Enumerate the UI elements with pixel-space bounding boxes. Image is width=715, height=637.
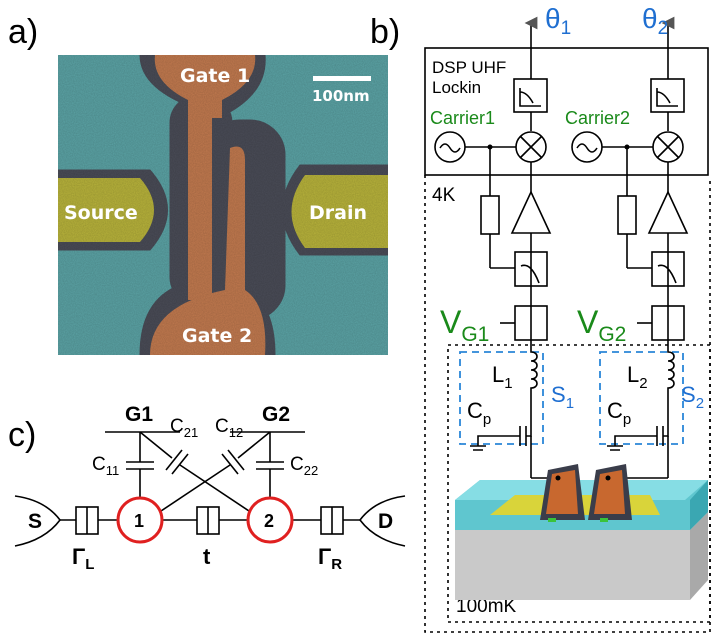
- resistor-1: [480, 195, 500, 235]
- temp-100mk-label: 100mK: [456, 596, 517, 617]
- coupler-1: [514, 251, 548, 287]
- dsp-label-line2: Lockin: [432, 78, 481, 97]
- scale-bar: [313, 76, 371, 81]
- cp1-label: Cp: [467, 398, 491, 428]
- mixer-2-icon: [652, 131, 684, 163]
- c11-label: C11: [92, 454, 119, 478]
- vg2-label: VG2: [577, 304, 626, 346]
- sem-image: [58, 55, 388, 355]
- c21-capacitor-icon: [139, 431, 256, 516]
- s2-label: S2: [681, 382, 704, 412]
- panel-label-c: c): [8, 416, 36, 454]
- panel-label-b: b): [370, 13, 400, 51]
- scale-bar-label: 100nm: [312, 87, 370, 105]
- oscillator-2-icon: [571, 131, 603, 163]
- inductor-2-icon: [667, 340, 675, 405]
- coupler-2: [651, 251, 685, 287]
- l2-label: L2: [627, 362, 648, 392]
- gamma-l-label: ΓL: [72, 544, 94, 573]
- oscillator-1-icon: [434, 131, 466, 163]
- s1-label: S1: [551, 382, 574, 412]
- theta2-label: θ2: [642, 3, 668, 39]
- c12-capacitor-icon: [154, 431, 271, 516]
- vg1-label: VG1: [440, 304, 489, 346]
- inductor-1-icon: [530, 340, 538, 405]
- cp2-capacitor-icon: [607, 405, 669, 451]
- s-label: S: [28, 510, 42, 533]
- d-label: D: [378, 510, 393, 533]
- c12-label: C12: [215, 416, 243, 440]
- dsp-label-line1: DSP UHF: [432, 58, 506, 77]
- l1-label: L1: [492, 362, 513, 392]
- theta1-label: θ1: [545, 3, 571, 39]
- gate1-label: Gate 1: [180, 65, 250, 87]
- c22-capacitor-icon: [256, 432, 284, 498]
- amplifier-1-icon: [510, 190, 552, 234]
- cp2-label: Cp: [607, 398, 631, 428]
- lowpass-filter-1: [513, 78, 548, 113]
- carrier2-label: Carrier2: [565, 108, 630, 128]
- mixer-1-icon: [515, 131, 547, 163]
- panel-label-a: a): [8, 13, 38, 51]
- bias-tee-2: [651, 305, 685, 341]
- sensor-box-1: [459, 351, 544, 445]
- device-3d: [455, 464, 708, 600]
- amplifier-2-icon: [647, 190, 689, 234]
- quantum-dot-2: [246, 496, 294, 544]
- c11-capacitor-icon: [126, 432, 154, 498]
- tunnel-barrier-middle: [196, 506, 220, 535]
- drain-label: Drain: [309, 202, 367, 224]
- c21-label: C21: [170, 416, 198, 440]
- dot1-label: 1: [134, 511, 144, 531]
- tunnel-barrier-right: [320, 506, 344, 535]
- quantum-dot-1: [116, 496, 164, 544]
- region-100mk: [447, 344, 711, 623]
- resistor-2: [617, 195, 637, 235]
- g2-label: G2: [262, 403, 290, 426]
- t-label: t: [203, 544, 211, 569]
- source-label: Source: [64, 202, 138, 224]
- temp-4k-label: 4K: [432, 185, 456, 206]
- gate2-label: Gate 2: [182, 325, 252, 347]
- bias-tee-1: [514, 305, 548, 341]
- lowpass-filter-2: [650, 78, 685, 113]
- sensor-box-2: [599, 351, 684, 445]
- cp1-capacitor-icon: [470, 405, 532, 451]
- gamma-r-label: ΓR: [318, 544, 342, 573]
- g1-label: G1: [125, 403, 153, 426]
- c22-label: C22: [290, 454, 318, 478]
- carrier1-label: Carrier1: [430, 108, 495, 128]
- dot2-label: 2: [264, 511, 274, 531]
- tunnel-barrier-left: [75, 506, 99, 535]
